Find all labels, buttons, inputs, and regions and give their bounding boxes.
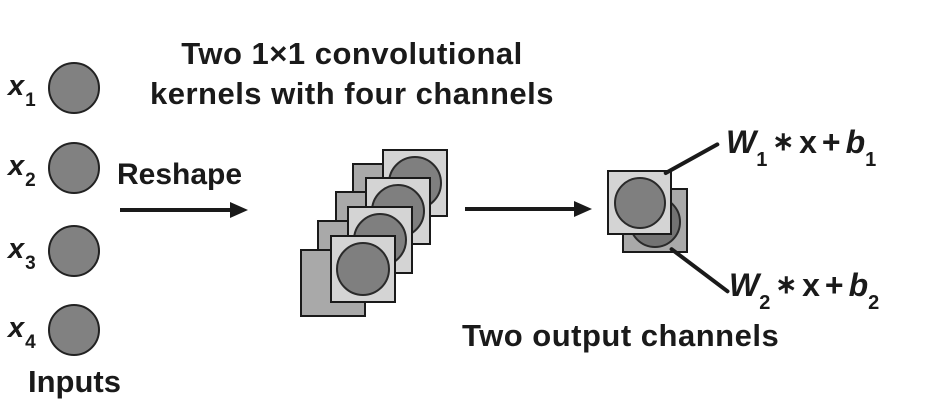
input-var-x2: x bbox=[8, 150, 25, 182]
formula1-weight-sub: 1 bbox=[756, 149, 768, 172]
reshape-arrow-head bbox=[230, 202, 248, 218]
flow-arrow-line bbox=[465, 207, 576, 211]
input-sub-x4: 4 bbox=[25, 331, 36, 353]
formula2-bias-sub: 2 bbox=[868, 292, 880, 315]
input-var-x3: x bbox=[8, 233, 25, 265]
input-label-x4: x4 bbox=[8, 312, 36, 353]
title-line-1: Two 1×1 convolutional bbox=[181, 36, 523, 71]
kernel-face-square-1 bbox=[330, 235, 396, 303]
formula1-bias-sub: 1 bbox=[865, 149, 877, 172]
pointer-line-to-formula-2 bbox=[668, 246, 731, 295]
input-sub-x2: 2 bbox=[25, 169, 36, 191]
formula2-weight-var: W bbox=[729, 267, 760, 303]
input-label-x3: x3 bbox=[8, 233, 36, 274]
formula1-weight-var: W bbox=[726, 124, 757, 160]
formula1-plus-operator: + bbox=[821, 124, 841, 160]
input-sub-x3: 3 bbox=[25, 252, 36, 274]
input-var-x1: x bbox=[8, 70, 25, 102]
formula2-convolution-operator: ∗ bbox=[775, 269, 798, 299]
formula1-bias-var: b bbox=[845, 124, 866, 160]
input-sub-x1: 1 bbox=[25, 89, 36, 111]
diagram-title: Two 1×1 convolutional kernels with four … bbox=[130, 34, 574, 114]
formula2-input-var: x bbox=[802, 267, 820, 303]
formula2-plus-operator: + bbox=[824, 267, 844, 303]
pointer-line-to-formula-1 bbox=[663, 141, 721, 176]
output-front-channel-circle bbox=[613, 176, 666, 229]
input-label-x1: x1 bbox=[8, 70, 36, 111]
input-var-x4: x bbox=[8, 312, 25, 344]
output-formula-1: W1∗x+b1 bbox=[726, 124, 876, 171]
input-node-circle-2 bbox=[48, 142, 100, 194]
output-caption: Two output channels bbox=[462, 318, 780, 353]
formula2-bias-var: b bbox=[848, 267, 869, 303]
output-formula-2: W2∗x+b2 bbox=[729, 267, 879, 314]
formula2-weight-sub: 2 bbox=[759, 292, 771, 315]
formula1-input-var: x bbox=[799, 124, 817, 160]
kernel-channel-circle-1 bbox=[336, 242, 390, 296]
input-node-circle-1 bbox=[48, 62, 100, 114]
flow-arrow-head bbox=[574, 201, 592, 217]
output-front-square bbox=[607, 170, 672, 235]
input-node-circle-3 bbox=[48, 225, 100, 277]
title-line-2: kernels with four channels bbox=[149, 76, 555, 111]
reshape-arrow-line bbox=[120, 208, 232, 212]
formula1-convolution-operator: ∗ bbox=[772, 126, 795, 156]
reshape-label: Reshape bbox=[117, 158, 243, 191]
input-node-circle-4 bbox=[48, 304, 100, 356]
inputs-caption: Inputs bbox=[28, 364, 121, 399]
input-label-x2: x2 bbox=[8, 150, 36, 191]
